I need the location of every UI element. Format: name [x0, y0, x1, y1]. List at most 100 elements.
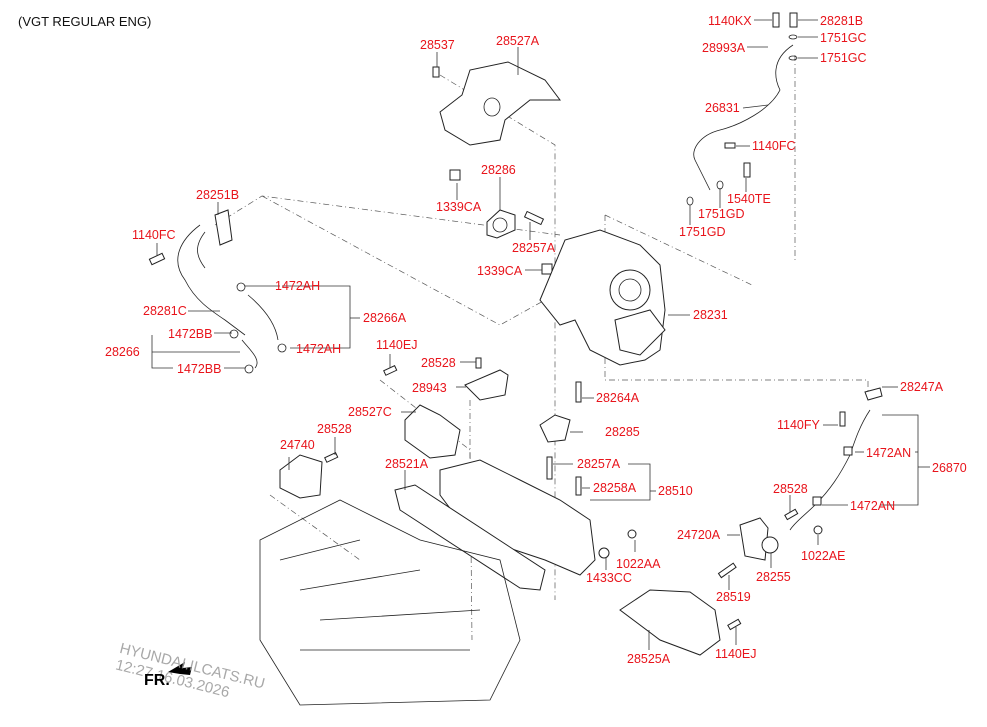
clamp	[244, 364, 254, 374]
bracket-28943	[464, 369, 509, 401]
clamp	[277, 343, 287, 353]
part-label-28247A[interactable]: 28247A	[900, 380, 944, 394]
clamp-1472AN	[812, 496, 822, 506]
nut-1433CC	[598, 547, 610, 559]
part-label-1472BB[interactable]: 1472BB	[177, 362, 222, 376]
part-label-28266A[interactable]: 28266A	[363, 311, 407, 325]
oil-return-pipe	[789, 409, 871, 531]
part-label-1140EJ[interactable]: 1140EJ	[715, 647, 757, 661]
part-label-1540TE[interactable]: 1540TE	[727, 192, 771, 206]
hose-28266A	[247, 294, 279, 341]
heat-shield-28527C	[404, 404, 461, 459]
part-label-28231[interactable]: 28231	[693, 308, 728, 322]
coolant-pipe	[177, 224, 246, 336]
part-label-28993A[interactable]: 28993A	[702, 41, 746, 55]
part-label-28521A[interactable]: 28521A	[385, 457, 429, 471]
part-label-24720A[interactable]: 24720A	[677, 528, 721, 542]
stud-28519	[717, 562, 737, 579]
part-label-28510[interactable]: 28510	[658, 484, 693, 498]
bolt-28528	[475, 357, 482, 369]
part-label-1433CC[interactable]: 1433CC	[586, 571, 632, 585]
part-label-28537[interactable]: 28537	[420, 38, 455, 52]
bolt-28537	[432, 66, 440, 78]
part-label-28257A[interactable]: 28257A	[577, 457, 621, 471]
part-label-28281C[interactable]: 28281C	[143, 304, 187, 318]
part-label-28285[interactable]: 28285	[605, 425, 640, 439]
washer	[788, 34, 798, 40]
part-label-28281B[interactable]: 28281B	[820, 14, 864, 28]
part-label-1140KX[interactable]: 1140KX	[708, 14, 752, 28]
bolt-28528	[324, 451, 339, 463]
gasket-28255	[761, 536, 779, 554]
shield-hole	[483, 97, 501, 117]
part-label-24740[interactable]: 24740	[280, 438, 315, 452]
bolt-1140EJ	[383, 364, 398, 376]
part-label-28519[interactable]: 28519	[716, 590, 751, 604]
clamp	[229, 329, 239, 339]
part-label-1472AN[interactable]: 1472AN	[866, 446, 912, 460]
part-label-28255[interactable]: 28255	[756, 570, 791, 584]
part-label-1472AH[interactable]: 1472AH	[296, 342, 342, 356]
part-label-1751GD[interactable]: 1751GD	[698, 207, 745, 221]
part-label-28527C[interactable]: 28527C	[348, 405, 392, 419]
front-arrow-icon	[168, 662, 192, 675]
part-label-28528[interactable]: 28528	[773, 482, 808, 496]
bolt-28281B	[789, 12, 798, 28]
part-label-1751GD[interactable]: 1751GD	[679, 225, 726, 239]
clamp	[236, 282, 246, 292]
engine-block	[259, 499, 521, 706]
part-label-1751GC[interactable]: 1751GC	[820, 51, 867, 65]
gasket-28251B	[214, 209, 233, 246]
stud-28264A	[575, 381, 582, 403]
part-label-28266[interactable]: 28266	[105, 345, 140, 359]
stud-28257A	[546, 456, 553, 480]
nut-1022AA	[627, 529, 637, 539]
heat-shield-28525A	[619, 589, 721, 656]
part-label-28258A[interactable]: 28258A	[593, 481, 637, 495]
part-label-1339CA[interactable]: 1339CA	[436, 200, 482, 214]
part-label-28257A[interactable]: 28257A	[512, 241, 556, 255]
part-label-1339CA[interactable]: 1339CA	[477, 264, 523, 278]
part-label-26831[interactable]: 26831	[705, 101, 740, 115]
washer	[716, 180, 724, 190]
alignment-line	[604, 214, 753, 286]
part-label-28264A[interactable]: 28264A	[596, 391, 640, 405]
part-label-1472AH[interactable]: 1472AH	[275, 279, 321, 293]
gasket-28286	[486, 209, 516, 239]
part-label-28527A[interactable]: 28527A	[496, 34, 540, 48]
part-label-1140FY[interactable]: 1140FY	[777, 418, 820, 432]
part-label-28528[interactable]: 28528	[421, 356, 456, 370]
alignment-line	[269, 494, 361, 561]
engine-block-detail	[279, 539, 481, 651]
part-label-1022AE[interactable]: 1022AE	[801, 549, 846, 563]
washer	[686, 196, 694, 206]
bolt-28528	[784, 508, 799, 521]
part-label-1022AA[interactable]: 1022AA	[616, 557, 661, 571]
heat-shield-upper	[439, 61, 561, 146]
part-label-1140FC[interactable]: 1140FC	[752, 139, 796, 153]
part-label-28528[interactable]: 28528	[317, 422, 352, 436]
plate-24720A	[739, 517, 769, 561]
turbo-outlet	[609, 269, 651, 311]
part-label-1472BB[interactable]: 1472BB	[168, 327, 213, 341]
bolt-1140KX	[772, 12, 780, 28]
part-label-26870[interactable]: 26870	[932, 461, 967, 475]
nut-1339CA	[449, 169, 461, 181]
part-label-1140EJ[interactable]: 1140EJ	[376, 338, 418, 352]
part-label-1751GC[interactable]: 1751GC	[820, 31, 867, 45]
part-label-28286[interactable]: 28286	[481, 163, 516, 177]
part-label-28943[interactable]: 28943	[412, 381, 447, 395]
part-label-1140FC[interactable]: 1140FC	[132, 228, 176, 242]
diagram-title: (VGT REGULAR ENG)	[18, 14, 152, 29]
gasket-hole	[492, 217, 508, 233]
stud-28257A	[523, 210, 545, 226]
nut-1022AE	[813, 525, 823, 535]
part-label-28525A[interactable]: 28525A	[627, 652, 671, 666]
part-label-1472AN[interactable]: 1472AN	[850, 499, 896, 513]
gasket-28285	[539, 414, 571, 443]
bolt-1140FC	[724, 142, 736, 149]
part-label-28251B[interactable]: 28251B	[196, 188, 240, 202]
bolt-1540TE	[743, 162, 751, 178]
coolant-pipe-branch	[197, 231, 206, 269]
